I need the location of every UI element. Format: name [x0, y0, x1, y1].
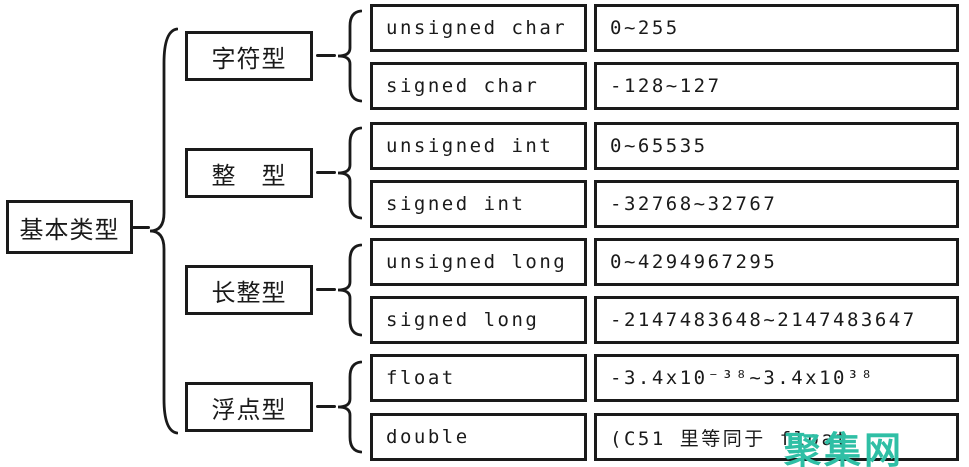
connector-dash-float: [316, 405, 336, 408]
range-node-float: -3.4x10⁻³⁸~3.4x10³⁸: [594, 354, 959, 402]
group-node-float-type: 浮点型: [185, 382, 313, 432]
type-node-signed-int: signed int: [370, 180, 587, 228]
connector-dash-long: [316, 288, 336, 291]
type-node-signed-char: signed char: [370, 62, 587, 110]
group-node-int-type: 整 型: [185, 148, 313, 198]
range-node-signed-char: -128~127: [594, 62, 959, 110]
type-node-double: double: [370, 413, 587, 461]
type-node-signed-long: signed long: [370, 296, 587, 344]
type-node-float: float: [370, 354, 587, 402]
curly-brace-char: [337, 9, 362, 103]
type-node-unsigned-char: unsigned char: [370, 4, 587, 52]
range-node-double: (C51 里等同于 float: [594, 413, 959, 461]
curly-brace-root: [149, 27, 178, 435]
connector-dash-int: [316, 171, 336, 174]
range-node-unsigned-char: 0~255: [594, 4, 959, 52]
range-node-signed-int: -32768~32767: [594, 180, 959, 228]
site-watermark: 聚集网: [784, 429, 904, 467]
range-node-unsigned-int: 0~65535: [594, 122, 959, 170]
root-node-basic-type: 基本类型: [6, 200, 133, 254]
connector-dash-char: [316, 54, 336, 57]
range-node-signed-long: -2147483648~2147483647: [594, 296, 959, 344]
range-node-unsigned-long: 0~4294967295: [594, 238, 959, 286]
curly-brace-int: [337, 126, 362, 220]
curly-brace-long: [337, 243, 362, 337]
type-node-unsigned-long: unsigned long: [370, 238, 587, 286]
type-node-unsigned-int: unsigned int: [370, 122, 587, 170]
group-node-char-type: 字符型: [185, 31, 313, 81]
group-node-long-type: 长整型: [185, 265, 313, 315]
connector-dash-root: [132, 226, 150, 229]
curly-brace-float: [337, 360, 362, 454]
